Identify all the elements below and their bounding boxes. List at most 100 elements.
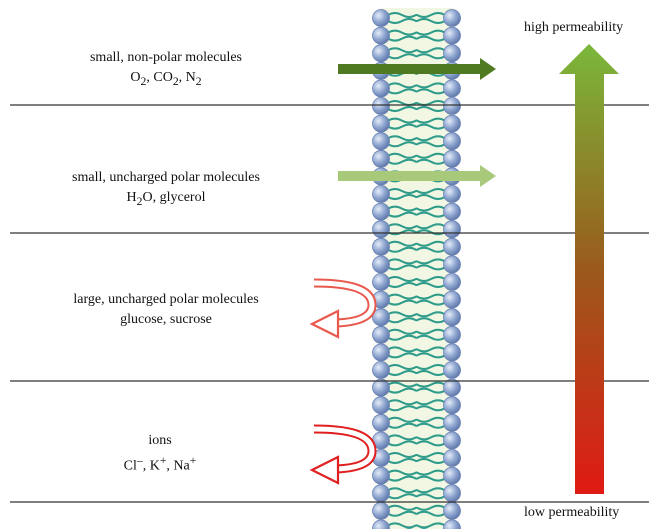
lipid-tail [387,123,417,130]
lipid-tail [416,141,446,148]
lipid-tail [416,12,446,18]
lipid-head [443,290,461,309]
row-label-small-polar-category: small, uncharged polar molecules [72,170,260,185]
lipid-head [443,484,461,503]
lipid-tail [416,504,446,511]
lipid-tail [416,399,446,406]
lipid-head [372,519,390,529]
row-label-ions-examples: Cl–, K+, Na+ [123,454,197,474]
lipid-head [372,97,390,115]
lipid-tail [387,370,417,376]
arrow-passes-small-polar-head [480,165,496,187]
lipid-tail [416,194,446,200]
lipid-tail [387,276,417,282]
lipid-tail [416,53,446,60]
lipid-head [443,185,461,203]
lipid-head [372,378,390,397]
lipid-tail [416,29,446,36]
lipid-head [443,308,461,327]
lipid-tail [387,328,417,335]
lipid-tail [416,493,446,500]
permeability-scale [559,44,619,494]
lipid-head [443,237,461,256]
lipid-tail [387,229,417,236]
lipid-tail [416,311,446,318]
lipid-head [443,396,461,415]
lipid-tail [387,35,417,42]
lipid-head [443,361,461,379]
lipid-tail [416,293,446,300]
arrow-passes-nonpolar [338,58,496,80]
arrow-blocked-ions [309,424,377,485]
row-label-nonpolar-category: small, non-polar molecules [89,50,243,65]
lipid-head [372,361,390,379]
lipid-head [372,343,390,362]
lipid-head [372,114,390,133]
lipid-tail [416,416,446,423]
lipid-tail [387,158,417,165]
lipid-tail [416,440,446,447]
lipid-tail [387,364,417,370]
lipid-tail [387,205,417,212]
lipid-tail [387,311,417,318]
lipid-tail [416,469,446,476]
arrow-blocked-ions-curve-inner [313,426,375,472]
lipid-tail [416,510,446,517]
arrow-blocked-large-polar-head [309,309,340,339]
lipid-tail [416,240,446,247]
lipid-head [372,484,390,503]
lipid-tail [416,475,446,482]
lipid-tail [416,299,446,306]
arrow-passes-nonpolar-head [480,58,496,80]
lipid-head [372,237,390,256]
lipid-tail [387,458,417,464]
lipid-tail [387,194,417,200]
lipid-tail [387,47,417,54]
lipid-tail [416,123,446,130]
lipid-head [372,185,390,203]
lipid-tail [387,299,417,306]
row-label-nonpolar: small, non-polar molecules O2, CO2, N2 [35,48,297,92]
lipid-tail [387,422,417,429]
lipid-tail [416,88,446,95]
lipid-tail [387,12,417,18]
row-label-large-polar: large, uncharged polar molecules glucose… [20,290,312,330]
lipid-head [372,501,390,520]
lipid-tail [416,452,446,458]
lipid-head [443,220,461,239]
lipid-tail [416,47,446,54]
lipid-tail [387,135,417,142]
lipid-tail [387,188,417,194]
lipid-head [372,273,390,291]
lipid-tail [416,434,446,441]
lipid-tail [387,317,417,324]
lipid-head [443,132,461,151]
lipid-tail [387,469,417,476]
lipid-tail [387,510,417,517]
lipid-tail [387,264,417,271]
arrow-passes-small-polar [338,165,496,187]
lipid-tail [387,522,417,529]
lipid-tail [416,211,446,218]
lipid-tail [416,258,446,265]
lipid-tail [416,346,446,353]
lipid-tail [416,405,446,412]
lipid-tail [416,370,446,376]
lipid-tail [416,158,446,165]
lipid-tail [416,276,446,282]
lipid-tail [387,352,417,359]
lipid-tail [387,18,417,24]
lipid-head [372,132,390,151]
lipid-tail [387,293,417,300]
lipid-head [443,343,461,362]
lipid-tail [387,152,417,159]
lipid-head [443,149,461,168]
lipid-head [372,396,390,415]
lipid-head [372,325,390,344]
lipid-tail [387,452,417,458]
lipid-head [443,202,461,221]
lipid-head [443,413,461,432]
lipid-head [443,255,461,274]
lipid-tail [387,440,417,447]
